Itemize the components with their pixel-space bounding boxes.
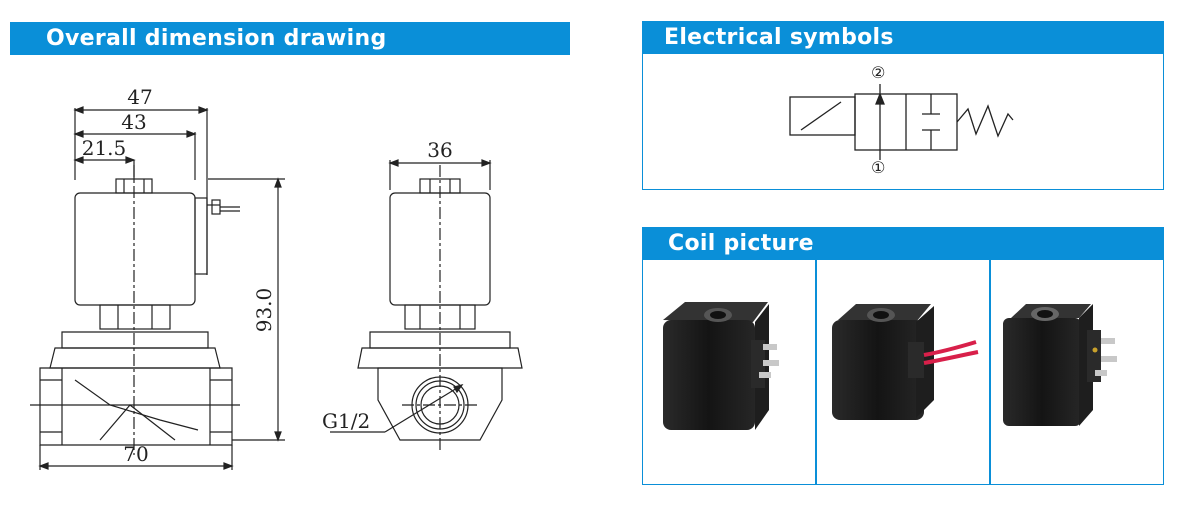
coil-picture-header: Coil picture	[642, 227, 1164, 260]
electrical-symbols-title: Electrical symbols	[664, 25, 894, 50]
dim-93-label: 93.0	[252, 288, 276, 333]
electrical-symbols-header: Electrical symbols	[642, 21, 1164, 54]
dim-21-5-label: 21.5	[82, 136, 127, 160]
coil-picture-panel	[642, 260, 1164, 485]
port-1-label: ①	[871, 158, 886, 177]
coil-divider-1	[815, 260, 817, 484]
dim-43-label: 43	[121, 110, 146, 134]
electrical-symbols-panel: ② ①	[642, 54, 1164, 190]
coil-divider-2	[989, 260, 991, 484]
dimension-drawing-header: Overall dimension drawing	[10, 22, 570, 55]
dim-70-label: 70	[123, 442, 148, 466]
valve-symbol	[789, 84, 1014, 160]
coil-image-3	[991, 260, 1163, 484]
coil-picture-title: Coil picture	[668, 231, 814, 256]
front-view	[30, 106, 285, 470]
side-view	[330, 159, 523, 450]
thread-label: G1/2	[322, 409, 370, 433]
dimension-drawing-title: Overall dimension drawing	[46, 26, 387, 51]
dim-47-label: 47	[127, 85, 152, 109]
coil-image-1	[643, 260, 815, 484]
dim-36-label: 36	[427, 138, 452, 162]
dimension-drawing: 47 43 21.5 36 70 93.0 G1/2	[30, 85, 523, 470]
port-2-label: ②	[871, 63, 886, 82]
coil-image-2	[816, 260, 989, 484]
